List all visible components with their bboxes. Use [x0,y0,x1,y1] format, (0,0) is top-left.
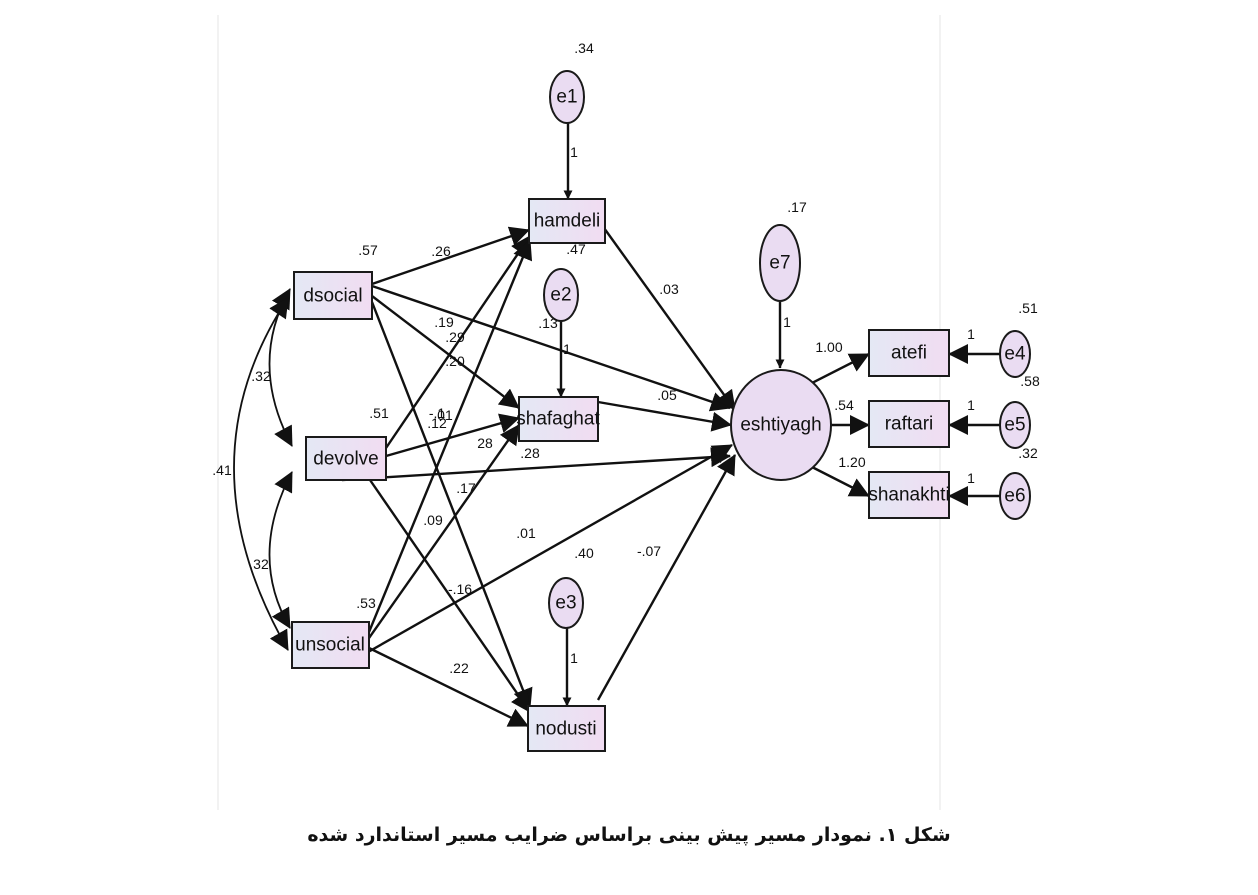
path-nodusti-eshtiyagh [596,454,737,701]
label-shanakhti: shanakhti [868,485,949,506]
label-dsocial-eshtiyagh: .13 [538,315,558,331]
path-shafaghat-eshtiyagh [597,400,732,432]
label-e3-path: 1 [570,650,578,666]
node-e1: e1 [549,70,585,124]
path-devolve-shafaghat [385,413,520,458]
label-devolve-nodusti: .09 [423,512,443,528]
label-devolve-hamdeli: .29 [445,329,465,345]
node-devolve: devolve [305,436,387,481]
node-e4: e4 [999,330,1031,378]
label-unsocial-r2: .53 [356,595,376,611]
cov-arc-dsocial-devolve [268,288,293,447]
label-e7: e7 [769,253,790,274]
path-devolve-nodusti [369,479,531,713]
label-e1: e1 [556,87,577,108]
label-devolve-extra: -.1 [429,405,446,421]
label-devolve-shafaghat: .01 [433,407,453,423]
label-eshtiyagh-raftari: .54 [834,397,854,413]
label-nodusti-eshtiyagh: -.07 [637,543,661,559]
path-eshtiyagh-atefi [809,352,870,386]
label-e5: e5 [1004,415,1025,436]
label-e1-variance: .34 [574,40,594,56]
label-e7-variance: .17 [787,199,807,215]
label-devolve-shafaghat-alt: 28 [477,435,493,451]
node-shanakhti: shanakhti [868,471,950,519]
label-e6: e6 [1004,486,1025,507]
label-eshtiyagh-shanakhti: 1.20 [838,454,865,470]
label-dsocial-shafaghat: .19 [434,314,454,330]
label-dsocial-hamdeli: .26 [431,243,451,259]
label-hamdeli-eshtiyagh: .03 [659,281,679,297]
label-hamdeli: hamdeli [534,211,601,232]
path-dsocial-shafaghat [371,295,520,409]
label-nodusti: nodusti [535,719,596,740]
label-e2: e2 [550,285,571,306]
label-e2-path: 1 [563,341,571,357]
path-eshtiyagh-shanakhti [809,464,870,498]
label-e1-path: 1 [570,144,578,160]
node-unsocial: unsocial [291,621,370,669]
path-unsocial-nodusti [368,646,529,728]
label-e7-path: 1 [783,314,791,330]
path-devolve-eshtiyagh [341,447,731,482]
label-dsocial: dsocial [303,286,362,307]
label-shafaghat-eshtiyagh: .05 [657,387,677,403]
node-e2: e2 [543,268,579,322]
node-nodusti: nodusti [527,705,606,752]
label-e4: e4 [1004,344,1026,365]
label-atefi: atefi [891,343,927,364]
label-devolve-r2: .51 [369,405,389,421]
label-eshtiyagh-atefi: 1.00 [815,339,842,355]
node-eshtiyagh: eshtiyagh [730,369,832,481]
node-shafaghat: shafaghat [516,396,600,442]
label-e3-variance: .40 [574,545,594,561]
label-e3: e3 [555,593,576,614]
figure-caption: شکل ۱. نمودار مسیر پیش بینی براساس ضرایب… [307,824,951,846]
label-unsocial-nodusti: .22 [449,660,469,676]
label-e5-variance: .58 [1020,373,1040,389]
path-devolve-hamdeli [385,235,531,449]
node-e7: e7 [759,224,801,302]
node-dsocial: dsocial [293,271,373,320]
path-unsocial-eshtiyagh [339,443,733,670]
node-hamdeli: hamdeli [528,198,606,244]
label-devolve: devolve [313,449,379,470]
node-raftari: raftari [868,400,950,448]
label-e6-variance: .32 [1018,445,1038,461]
node-e5: e5 [999,401,1031,449]
node-atefi: atefi [868,329,950,377]
label-unsocial-eshtiyagh: .01 [516,525,536,541]
path-diagram: dsocial devolve unsocial hamdeli shafagh… [212,15,1040,810]
label-raftari: raftari [885,414,934,435]
cov-arc-dsocial-unsocial [233,297,289,651]
label-unsocial-extra: -.16 [448,581,472,597]
label-dsocial-nodusti: .12 [427,415,447,431]
label-cov-devolve-unsocial: .32 [249,556,269,572]
node-e6: e6 [999,472,1031,520]
label-dsocial-r2: .57 [358,242,378,258]
label-e6-path: 1 [967,470,975,486]
label-cov-dsocial-unsocial: .41 [212,462,232,478]
path-dsocial-eshtiyagh [371,284,731,412]
label-unsocial-hamdeli: .20 [445,353,465,369]
label-unsocial-shafaghat: .17 [456,480,476,496]
label-cov-dsocial-devolve: .32 [251,368,271,384]
path-unsocial-shafaghat [368,424,520,639]
label-unsocial: unsocial [295,635,365,656]
label-e2-variance: .47 [566,241,586,257]
path-dsocial-hamdeli [371,226,530,286]
path-dsocial-nodusti [370,301,533,709]
label-shafaghat: shafaghat [516,409,600,430]
cov-arc-devolve-unsocial [268,471,293,629]
label-devolve-eshtiyagh: .28 [520,445,540,461]
label-e5-path: 1 [967,397,975,413]
label-e4-variance: .51 [1018,300,1038,316]
label-e4-path: 1 [967,326,975,342]
path-hamdeli-eshtiyagh [603,227,736,411]
path-unsocial-hamdeli [367,239,533,633]
label-eshtiyagh: eshtiyagh [740,415,821,436]
node-e3: e3 [548,577,584,629]
